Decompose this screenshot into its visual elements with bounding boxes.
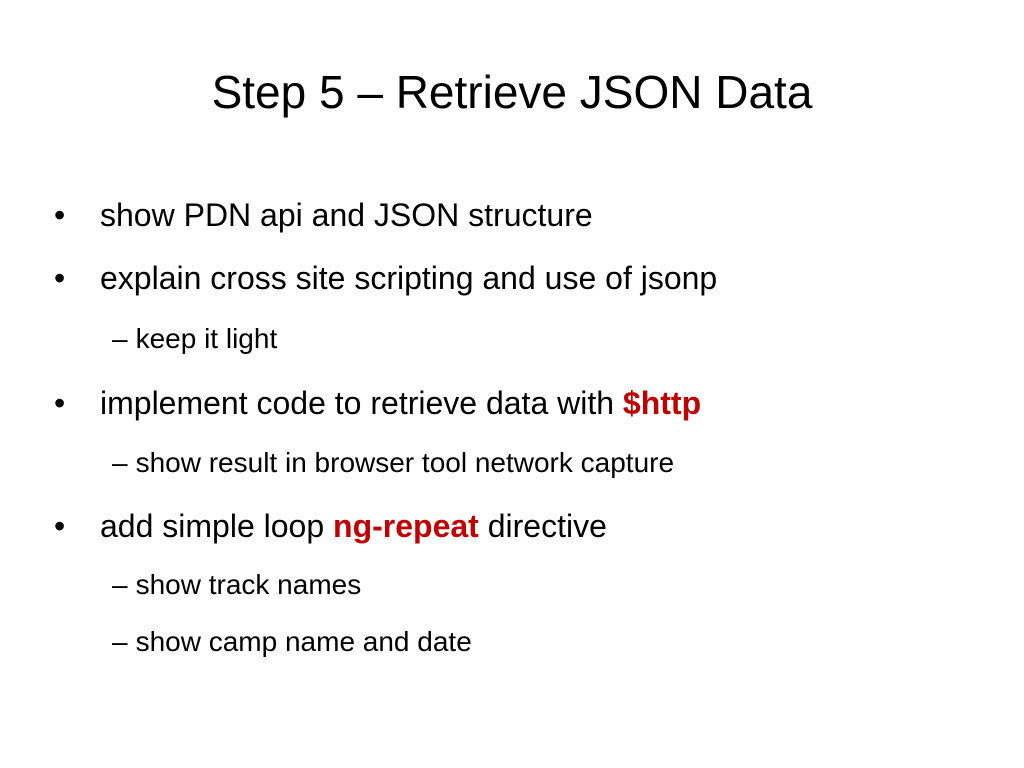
sub-bullet-text: show result in browser tool network capt…: [135, 447, 675, 478]
sub-bullet-item: –show camp name and date: [112, 625, 472, 659]
sub-bullet-item: –show track names: [112, 568, 361, 602]
bullet-dot-icon: •: [54, 385, 66, 421]
bullet-item: add simple loop ng-repeat directive: [100, 506, 607, 546]
dash-icon: –: [112, 447, 128, 478]
bullet-item: implement code to retrieve data with $ht…: [100, 383, 701, 423]
sub-bullet-text: show track names: [135, 569, 362, 600]
bullet-text: show PDN api and JSON structure: [100, 197, 593, 233]
sub-bullet-text: keep it light: [135, 323, 278, 354]
bullet-dot-icon: •: [54, 508, 66, 544]
dash-icon: –: [112, 323, 128, 354]
dash-icon: –: [112, 626, 128, 657]
highlight-keyword: $http: [622, 385, 702, 421]
bullet-text: directive: [478, 508, 607, 544]
bullet-dot-icon: •: [54, 260, 66, 296]
sub-bullet-text: show camp name and date: [135, 626, 472, 657]
highlight-keyword: ng-repeat: [333, 508, 479, 544]
bullet-item: explain cross site scripting and use of …: [100, 258, 717, 298]
bullet-text: implement code to retrieve data with: [100, 385, 623, 421]
sub-bullet-item: –keep it light: [112, 322, 277, 356]
bullet-text: explain cross site scripting and use of …: [100, 260, 718, 296]
bullet-dot-icon: •: [54, 197, 66, 233]
dash-icon: –: [112, 569, 128, 600]
sub-bullet-item: –show result in browser tool network cap…: [112, 446, 674, 480]
bullet-item: show PDN api and JSON structure: [100, 195, 593, 235]
bullet-text: add simple loop: [100, 508, 334, 544]
slide-title: Step 5 – Retrieve JSON Data: [211, 66, 813, 118]
